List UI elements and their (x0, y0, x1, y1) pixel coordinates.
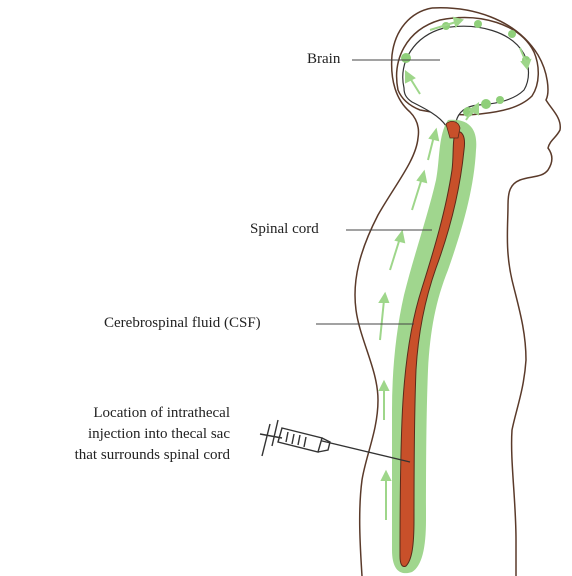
label-injection-line3: that surrounds spinal cord (30, 446, 230, 465)
label-spinal-cord: Spinal cord (250, 220, 319, 239)
syringe (260, 420, 410, 462)
label-injection-line2: injection into thecal sac (30, 425, 230, 444)
label-brain: Brain (307, 50, 340, 69)
label-csf: Cerebrospinal fluid (CSF) (104, 314, 261, 333)
label-injection-line1: Location of intrathecal (30, 404, 230, 423)
